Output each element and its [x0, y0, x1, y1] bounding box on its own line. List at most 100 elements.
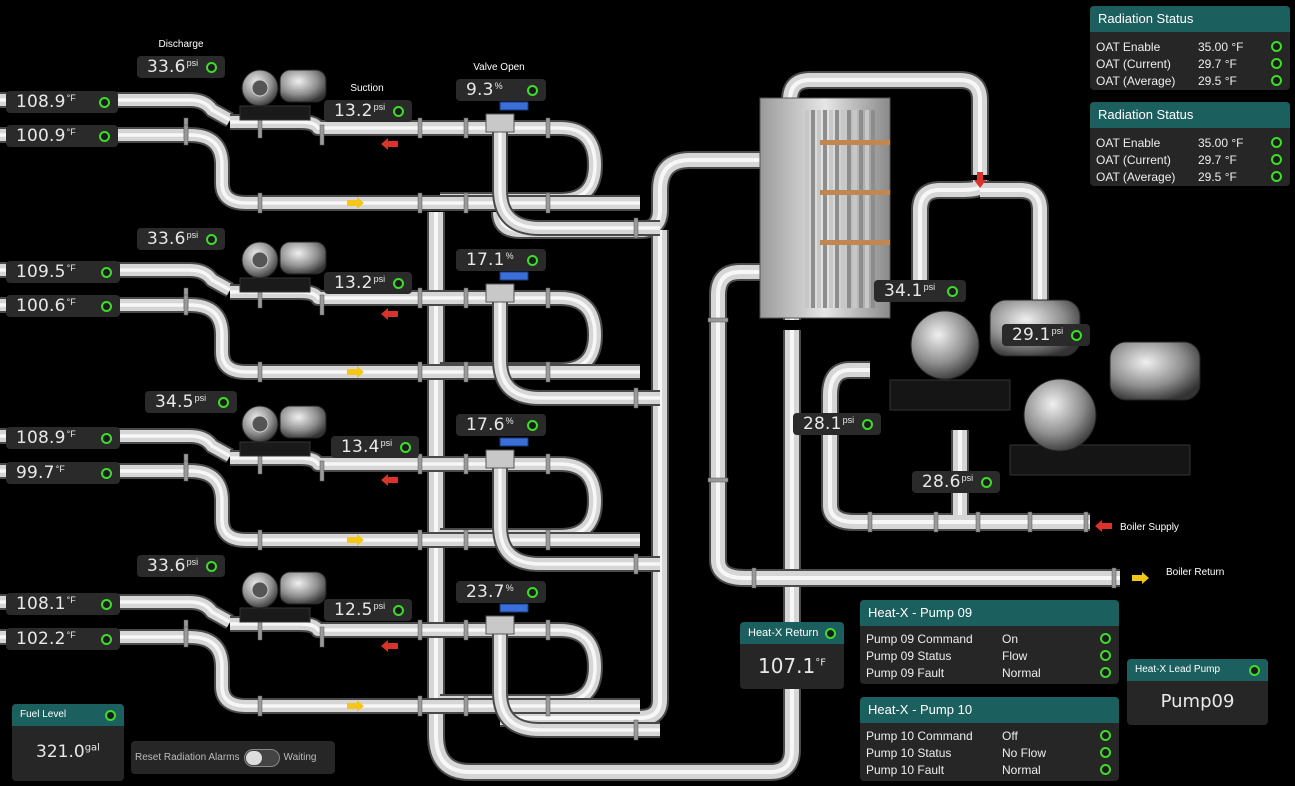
pipe-segment	[492, 464, 660, 572]
pipe-flange	[319, 626, 325, 648]
loop1-suction-pressure: 13.2psi	[324, 100, 412, 122]
pipe-segment	[498, 128, 660, 230]
pipe-segment	[500, 230, 662, 720]
pipe-segment	[0, 469, 640, 542]
hx-tie-rod	[820, 190, 890, 195]
hx-plate	[865, 110, 869, 308]
pipe-segment	[440, 126, 597, 202]
pipe-flange	[463, 453, 469, 475]
pipe-flange	[257, 117, 263, 139]
hx-pump-pressure-2: 29.1psi	[1002, 324, 1090, 346]
reset-alarms-control: Reset Radiation Alarms Waiting	[131, 741, 335, 774]
status-ok-icon	[393, 105, 404, 117]
loop4-return-temp: 102.2°F	[6, 628, 120, 650]
pipe-flange	[463, 529, 469, 551]
equipment	[239, 69, 1201, 712]
status-ok-icon	[393, 604, 404, 616]
loop2-valve-position: 17.1%	[456, 249, 546, 271]
status-ok-icon	[101, 633, 112, 645]
pipe-segment	[498, 298, 660, 400]
status-ok-icon	[99, 130, 110, 142]
panel-title: Heat-X - Pump 10	[860, 697, 1119, 723]
panel-title: Radiation Status	[1090, 6, 1290, 32]
status-ok-icon	[1271, 171, 1282, 182]
hx-pump-pressure-4: 28.6psi	[912, 471, 1000, 493]
pump-motor	[279, 571, 327, 605]
status-ok-icon	[947, 285, 958, 297]
pipe-network	[0, 71, 1120, 781]
valve-actuator	[499, 101, 529, 111]
control-valve	[485, 113, 515, 133]
loop4-discharge-pressure: 33.6psi	[137, 555, 225, 577]
pipe-flange	[751, 567, 757, 589]
hx-pump-pressure-1: 34.1psi	[874, 280, 966, 302]
suction-label: Suction	[350, 83, 384, 94]
status-ok-icon	[101, 467, 112, 479]
status-ok-icon	[206, 560, 217, 572]
pipe-flange	[257, 619, 263, 641]
pipe-flange	[417, 117, 423, 139]
return-flow-arrow-icon	[381, 640, 398, 652]
pipe-flange	[319, 124, 325, 146]
pipe-segment	[980, 188, 1042, 330]
hx-plate	[817, 110, 821, 308]
pipe-segment	[440, 458, 601, 542]
hx-plate	[871, 110, 875, 308]
pipe-flange	[707, 477, 729, 483]
supply-flow-arrow-icon	[347, 197, 364, 209]
valve-actuator	[499, 603, 529, 613]
control-valve	[485, 283, 515, 303]
pipe-flange	[463, 695, 469, 717]
panel-title: Heat-X Return	[748, 627, 819, 639]
status-ok-icon	[99, 96, 110, 108]
pipe-flange	[633, 387, 639, 409]
pipe-segment	[498, 630, 660, 732]
pipe-segment	[440, 624, 601, 708]
status-ok-icon	[1271, 154, 1282, 165]
pump-volute	[910, 310, 980, 380]
pipe-flange	[463, 361, 469, 383]
pipe-flange	[463, 287, 469, 309]
pipe-segment	[918, 180, 982, 300]
loop4-supply-temp: 108.1°F	[6, 593, 120, 615]
pipe-flange	[417, 453, 423, 475]
boiler-supply-label: Boiler Supply	[1120, 522, 1179, 533]
valve-open-label: Valve Open	[473, 62, 525, 73]
pipe-segment	[0, 434, 231, 458]
pipe-flange	[633, 217, 639, 239]
pipe-flange	[257, 361, 263, 383]
hx-pump-pressure-3: 28.1psi	[793, 413, 881, 435]
status-ok-icon	[400, 441, 411, 453]
pipe-flange	[417, 529, 423, 551]
loop3-suction-pressure: 13.4psi	[331, 436, 419, 458]
pipe-flange	[545, 361, 551, 383]
loop1-valve-position: 9.3%	[456, 79, 546, 101]
pump-base	[239, 441, 311, 457]
reset-alarms-toggle[interactable]	[243, 748, 280, 767]
pipe-flange	[463, 117, 469, 139]
pipe-flange	[633, 553, 639, 575]
pipe-segment	[230, 456, 470, 466]
pump-base	[1009, 444, 1191, 476]
supply-flow-arrow-icon	[1132, 572, 1149, 584]
fuel-level-panel: Fuel Level 321.0gal	[12, 704, 124, 781]
status-ok-icon	[1100, 633, 1111, 644]
pipe-flange	[633, 719, 639, 741]
pipe-flange	[867, 511, 873, 533]
loop3-supply-temp: 108.9°F	[6, 427, 120, 449]
pipe-flange	[545, 287, 551, 309]
hx-plate	[829, 110, 833, 308]
status-ok-icon	[1071, 329, 1082, 341]
pipe-segment	[498, 464, 660, 566]
pipe-flange	[545, 192, 551, 214]
pipe-flange	[257, 453, 263, 475]
status-ok-icon	[1100, 650, 1111, 661]
fuel-level-value: 321.0gal	[36, 742, 100, 762]
